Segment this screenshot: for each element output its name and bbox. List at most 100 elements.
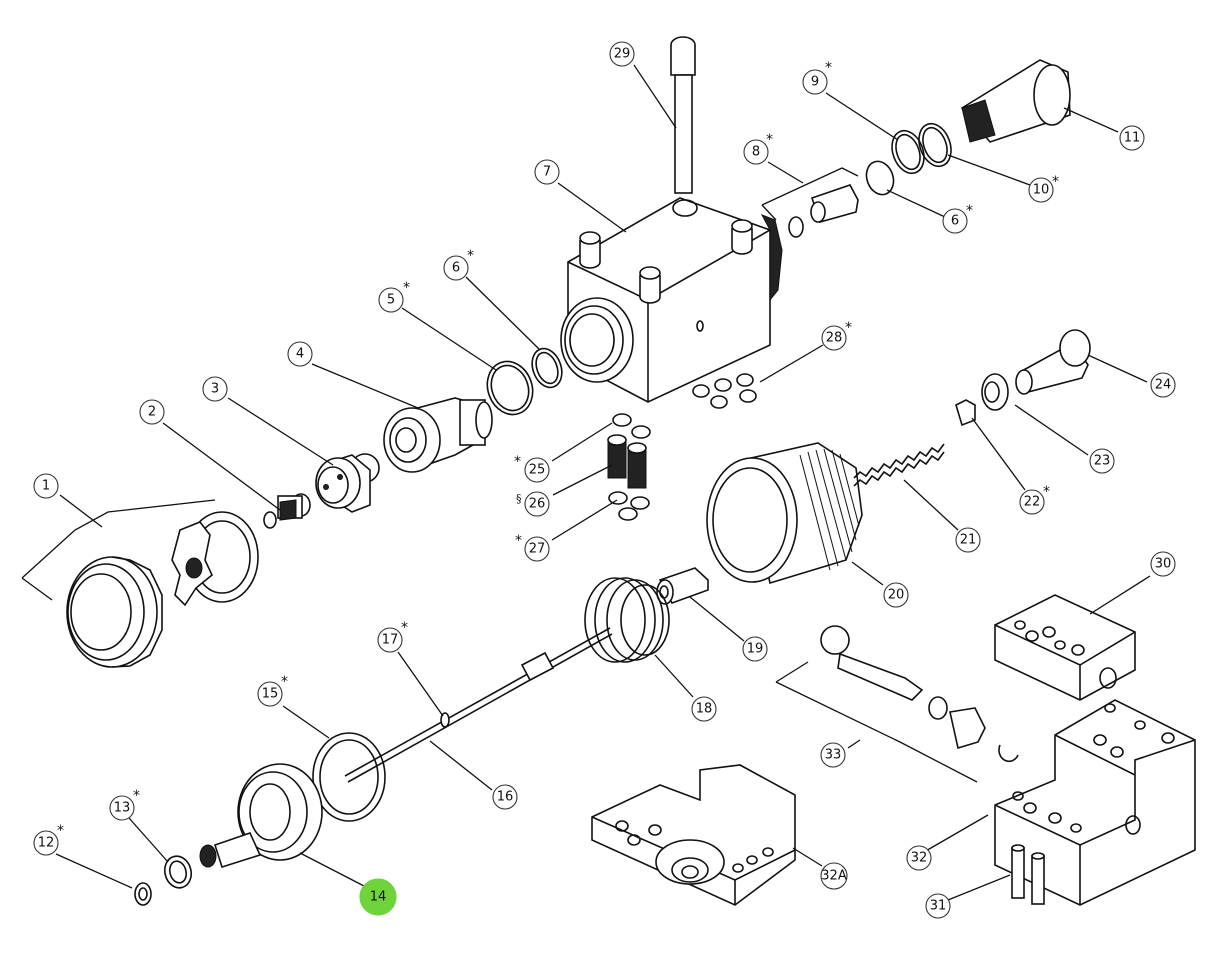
callout-mark: * (133, 788, 140, 804)
callout-label: 17 (382, 633, 399, 648)
callout-27[interactable]: 27 * (515, 533, 550, 562)
callout-label: 32 (911, 851, 928, 866)
leader-lines (55, 64, 1151, 901)
callout-21[interactable]: 21 (955, 527, 981, 553)
callout-label: 30 (1155, 557, 1172, 572)
callout-26[interactable]: 26 § (516, 491, 550, 517)
callout-circle (378, 287, 404, 313)
callout-label: 21 (960, 533, 977, 548)
callout-32[interactable]: 32 (906, 845, 932, 871)
callout-29[interactable]: 29 (609, 41, 635, 67)
callout-33[interactable]: 33 (820, 742, 846, 768)
callout-circle (1150, 551, 1176, 577)
callout-2[interactable]: 2 (139, 399, 165, 425)
callout-30[interactable]: 30 (1150, 551, 1176, 577)
callout-circle (925, 893, 951, 919)
part-8-fitting-assembly (761, 167, 859, 238)
callout-18[interactable]: 18 (691, 696, 717, 722)
callout-circle (287, 341, 313, 367)
callout-mark: § (516, 492, 522, 505)
callout-17[interactable]: 17 * (377, 620, 408, 653)
callout-5[interactable]: 5 * (378, 280, 410, 313)
callout-label: 1 (42, 479, 50, 494)
callout-label: 19 (747, 642, 764, 657)
callout-14[interactable]: 14 (359, 878, 397, 916)
callout-circle (820, 742, 846, 768)
callout-label: 27 (529, 542, 546, 557)
callout-circle (955, 527, 981, 553)
part-28-o-rings (692, 373, 757, 409)
callout-8[interactable]: 8 * (743, 132, 773, 165)
callout-label: 2 (148, 405, 156, 420)
callout-25[interactable]: 25 * (514, 454, 550, 483)
part-25-26-27-check-valves (607, 413, 651, 521)
callout-mark: * (401, 620, 408, 636)
part-6-o-ring (531, 347, 563, 389)
callout-circle (742, 636, 768, 662)
callout-circle (1119, 125, 1145, 151)
part-2-fluid-nozzle (263, 493, 311, 529)
part-21-spring (853, 443, 945, 487)
part-18-spring (584, 577, 670, 663)
part-5-gasket (486, 360, 534, 416)
callout-15[interactable]: 15 * (257, 674, 288, 707)
callout-label: 11 (1124, 131, 1141, 146)
part-3-air-cap-retainer (315, 453, 380, 513)
callout-circle (609, 41, 635, 67)
callout-circle (109, 795, 135, 821)
callout-10[interactable]: 10 * (1028, 174, 1059, 203)
callout-circle (802, 69, 828, 95)
callout-label: 9 (811, 75, 819, 90)
callout-1[interactable]: 1 (33, 473, 59, 499)
callout-label: 10 (1033, 183, 1050, 198)
callout-circle (942, 208, 968, 234)
callout-28[interactable]: 28 * (821, 320, 852, 351)
callout-12[interactable]: 12 * (33, 823, 64, 856)
callouts: 1 2 3 4 5 * 6 * 7 8 * (33, 41, 1176, 919)
callout-9[interactable]: 9 * (802, 60, 832, 95)
callout-label: 6 (951, 214, 959, 229)
callout-6[interactable]: 6 * (443, 248, 474, 281)
callout-label: 32A (821, 869, 847, 884)
callout-6b[interactable]: 6 * (942, 203, 973, 234)
callout-4[interactable]: 4 (287, 341, 313, 367)
callout-circle (1089, 448, 1115, 474)
callout-23[interactable]: 23 (1089, 448, 1115, 474)
part-32a-block (591, 764, 796, 906)
callout-circle (906, 845, 932, 871)
callout-label: 22 (1024, 495, 1041, 510)
callout-circle (691, 696, 717, 722)
callout-11[interactable]: 11 (1119, 125, 1145, 151)
callout-16[interactable]: 16 (492, 784, 518, 810)
callout-circle (534, 159, 560, 185)
part-19-sleeve (656, 567, 709, 605)
callout-circle (492, 784, 518, 810)
callout-circle (202, 376, 228, 402)
callout-mark: * (403, 280, 410, 296)
callout-label: 18 (696, 702, 713, 717)
part-15-gasket (312, 732, 386, 822)
part-9-10-seals (865, 122, 952, 196)
callout-32a[interactable]: 32A (820, 862, 848, 890)
callout-19[interactable]: 19 (742, 636, 768, 662)
part-1-air-cap-assembly (21, 499, 259, 668)
callout-31[interactable]: 31 (925, 893, 951, 919)
part-20-knob (706, 442, 863, 585)
callout-label: 6 (452, 261, 460, 276)
callout-24[interactable]: 24 (1150, 372, 1176, 398)
callout-13[interactable]: 13 * (109, 788, 140, 821)
callout-label: 3 (211, 382, 219, 397)
callout-3[interactable]: 3 (202, 376, 228, 402)
callout-label: 14 (370, 890, 387, 905)
callout-circle (139, 399, 165, 425)
callout-label: 15 (262, 687, 279, 702)
callout-label: 24 (1155, 378, 1172, 393)
callout-20[interactable]: 20 (883, 582, 909, 608)
callout-circle (377, 627, 403, 653)
part-14-piston (199, 763, 323, 869)
callout-7[interactable]: 7 (534, 159, 560, 185)
part-12-13-washers (134, 855, 193, 906)
callout-22[interactable]: 22 * (1019, 484, 1050, 515)
callout-circle-highlighted (359, 878, 397, 916)
